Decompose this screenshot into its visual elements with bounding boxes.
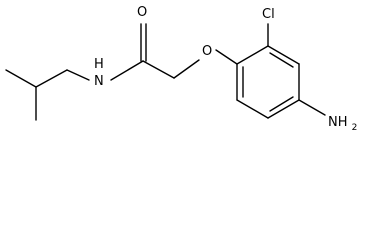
bond-ether-o-ring [215, 49, 238, 65]
amine-nh-text: NH [328, 115, 348, 130]
chemical-structure: O O H N Cl NH 2 [5, 5, 357, 133]
amide-nitrogen-label: N [94, 74, 104, 89]
ether-oxygen-label: O [202, 44, 212, 59]
bond-ch2-ether-o [173, 59, 200, 79]
bond-n-carbonyl [110, 60, 144, 81]
chlorine-label: Cl [262, 7, 275, 22]
amine-subscript-text: 2 [352, 123, 358, 133]
carbonyl-oxygen-label: O [137, 5, 147, 20]
amine-label: NH 2 [328, 115, 357, 133]
bond-ch2-n [66, 69, 90, 81]
ring-bond-c1-c2 [236, 45, 269, 65]
bond-ch-ch2 [35, 69, 68, 88]
ring-bond-c4-c5 [267, 99, 300, 119]
bond-ring-amine [298, 99, 326, 116]
bond-methyl-top [5, 69, 37, 88]
ring-bond-c5-c6 [236, 99, 269, 119]
ring-inner-double-2 [269, 96, 294, 112]
bond-carbonyl-ch2 [142, 60, 175, 79]
ring-inner-double-1 [269, 52, 294, 68]
ring-bond-c2-c3 [267, 45, 300, 65]
amide-hydrogen-label: H [94, 57, 104, 72]
